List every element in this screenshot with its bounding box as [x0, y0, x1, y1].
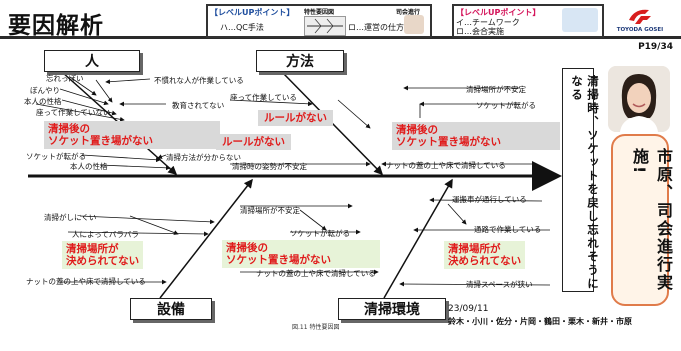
facilitator-avatar — [404, 15, 424, 34]
cause-label: 運搬車が通行している — [452, 195, 527, 204]
cause-label: 座って作業している — [230, 93, 297, 102]
presenter-photo — [608, 66, 670, 132]
caption-facilitator: 司会進行 — [396, 9, 421, 16]
cause-label: 清掃がしにくい — [44, 213, 97, 222]
key-cause-highlight: 清掃後のソケット置き場がない — [222, 240, 380, 268]
presenter-callout: 市原、司会進行実施! — [611, 134, 673, 306]
logo-text: TOYODA GOSEI — [616, 27, 664, 33]
category-equipment: 設備 — [130, 298, 212, 320]
key-cause-highlight: 清掃場所が決められてない — [62, 241, 144, 269]
cause-label: 通路で作業している — [474, 225, 542, 234]
key-cause-highlight: ルールがない — [216, 134, 291, 150]
levelup-banner-left: 【レベルUPポイント】 特性要因図 司会進行 ハ…QC手法 ロ…運営の仕方 — [206, 4, 432, 38]
cause-label: 座って作業していない — [36, 108, 111, 117]
cause-label: 人によってバラバラ — [72, 230, 139, 239]
company-logo: TOYODA GOSEI — [608, 6, 672, 36]
key-cause-highlight: 清掃場所が決められてない — [444, 241, 526, 269]
figure-caption: 図.11 特性要因図 — [292, 324, 340, 331]
levelup-banner-right: 【レベルUPポイント】 イ…チームワーク ロ…会合実施 — [452, 4, 604, 38]
cause-label: 清掃場所が不安定 — [466, 85, 526, 94]
cause-label: 本人の性格 — [70, 162, 108, 171]
effect-box: 清掃時、ソケットを戻し忘れそうになる — [562, 68, 600, 292]
cause-label: 忘れっぽい — [46, 74, 84, 83]
date-text: 23/09/11 — [448, 304, 489, 314]
presenter-role-text: 市原、司会進行実施! — [630, 148, 673, 292]
levelup-item-1: ハ…QC手法 — [220, 23, 264, 32]
page-number: P19/34 — [638, 42, 673, 52]
category-method: 方法 — [256, 50, 344, 72]
cause-label: ナットの蓋の上や床で清掃している — [26, 277, 146, 286]
fishbone-thumbnail — [304, 16, 346, 36]
cause-label: ナットの蓋の上や床で清掃している — [256, 269, 376, 278]
effect-text: 清掃時、ソケットを戻し忘れそうになる — [570, 75, 600, 291]
authors-text: 鈴木・小川・佐分・片岡・鶴田・栗木・新井・市原 — [448, 317, 632, 326]
cause-label: ソケットが転がる — [26, 152, 86, 161]
cause-label: ナットの蓋の上や床で清掃している — [386, 161, 506, 170]
cause-label: ソケットが転がる — [290, 229, 350, 238]
teamwork-image — [562, 8, 598, 32]
category-people: 人 — [44, 50, 140, 72]
levelup-item-3: イ…チームワーク — [456, 18, 520, 27]
caption-fishbone: 特性要因図 — [304, 9, 335, 16]
cause-label: 本人の性格 — [24, 97, 62, 106]
levelup-item-4: ロ…会合実施 — [456, 27, 504, 36]
page-title: 要因解析 — [8, 13, 104, 39]
cause-label: 清掃スペースが狭い — [466, 280, 533, 289]
levelup-item-2: ロ…運営の仕方 — [348, 23, 404, 32]
cause-label: 教育されてない — [172, 101, 225, 110]
levelup-badge-2: 【レベルUPポイント】 — [456, 8, 541, 17]
cause-label: 不慣れな人が作業している — [154, 76, 244, 85]
bone-equipment — [159, 178, 253, 299]
key-cause-highlight: 清掃後のソケット置き場がない — [44, 121, 220, 149]
cause-label: 清掃場所が不安定 — [240, 206, 300, 215]
cause-label: ぼんやり — [30, 86, 60, 95]
cause-label: 清掃時の姿勢が不安定 — [232, 162, 307, 171]
key-cause-highlight: 清掃後のソケット置き場がない — [392, 122, 560, 150]
key-cause-highlight: ルールがない — [258, 110, 333, 126]
levelup-badge: 【レベルUPポイント】 — [210, 8, 295, 17]
category-environment: 清掃環境 — [338, 298, 446, 320]
bone-environment — [383, 178, 453, 299]
cause-label: ソケットが転がる — [476, 101, 536, 110]
cause-label: 清掃方法が分からない — [166, 153, 241, 162]
